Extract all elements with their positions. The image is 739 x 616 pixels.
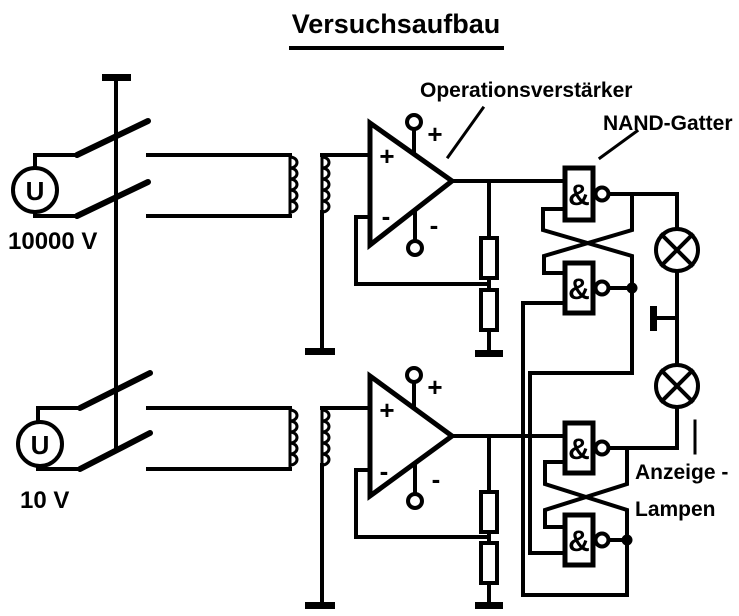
- annotation-opamp: Operationsverstärker: [420, 79, 632, 160]
- annotation-nand: NAND-Gatter: [597, 112, 733, 161]
- source1-voltage-label: 10000 V: [8, 228, 97, 255]
- opamp-2-resistors: [354, 434, 503, 609]
- secondary2-coil: [320, 408, 331, 467]
- nand-gate-3-bubble: [593, 439, 611, 457]
- center-tap-bar: [650, 306, 657, 331]
- secondary1-coil: [320, 155, 331, 214]
- opamp-2: + - + -: [367, 366, 567, 510]
- lamps-annotation-label-line1: Anzeige -: [635, 461, 728, 484]
- opamp2-triangle: [367, 371, 457, 501]
- source2-circle: [16, 420, 64, 468]
- interlock-wires: [521, 286, 634, 597]
- switch-arm-3: [77, 370, 153, 411]
- ground-symbol-3: [475, 350, 503, 357]
- opamp2-supply-top-terminal: [405, 366, 423, 384]
- primary2-coil: [288, 408, 299, 467]
- switch-arm-2: [74, 179, 151, 219]
- lamps-annotation-label-line2: Lampen: [635, 498, 716, 521]
- nand-gate-2-symbol: &: [568, 273, 590, 306]
- lamp-2: [654, 363, 700, 409]
- title-block: Versuchsaufbau: [289, 9, 504, 50]
- junction-dot-2: [621, 534, 633, 546]
- resistor-3: [479, 490, 499, 534]
- source1-top-wire: [33, 153, 79, 170]
- resistor-1: [479, 236, 499, 280]
- nand-annotation-label: NAND-Gatter: [603, 112, 733, 135]
- bus-top-bar: [102, 74, 131, 81]
- opamp1-feedback-wire: [354, 215, 491, 286]
- lamp-1-cross-b: [659, 232, 695, 268]
- nand-gate-3-box: [562, 420, 596, 476]
- latch1-cross-a: [542, 192, 634, 275]
- gate3-output-wire: [606, 405, 679, 450]
- opamp1-supply-top-terminal: [405, 113, 423, 131]
- resistor-2: [479, 288, 499, 332]
- opamp2-input-plus: +: [379, 395, 394, 425]
- source1-circle: [11, 166, 59, 214]
- opamp-annotation-label: Operationsverstärker: [420, 79, 632, 102]
- opamp2-feedback-wire: [354, 468, 491, 539]
- nand-gate-4-symbol: &: [568, 525, 590, 558]
- opamp1-triangle: [367, 118, 457, 251]
- nand-annotation-line: [597, 128, 640, 161]
- nand-gate-2-box: [562, 260, 596, 316]
- voltage-source-10000v: U 10000 V: [8, 118, 292, 255]
- opamp-1-resistors: [354, 179, 503, 357]
- latch2-cross-b: [543, 460, 629, 542]
- opamp-annotation-line: [445, 105, 486, 160]
- voltage-source-10v: U 10 V: [16, 370, 292, 514]
- latch2-cross-a: [543, 446, 629, 529]
- source2-voltage-label: 10 V: [20, 487, 69, 514]
- ground-symbol-1: [305, 348, 335, 355]
- indicator-lamps: [650, 227, 700, 409]
- ground-symbol-4: [475, 602, 503, 609]
- opamp2-supply-minus: -: [432, 464, 441, 494]
- opamp2-input-minus: -: [380, 456, 389, 486]
- source1-symbol: U: [26, 176, 45, 206]
- source2-symbol: U: [31, 430, 50, 460]
- nand-gate-4-box: [562, 512, 596, 568]
- nand-latch-2: & &: [543, 405, 679, 568]
- opamp1-supply-minus: -: [430, 210, 439, 240]
- latch1-to-latch2-wire: [528, 286, 634, 555]
- switch-arm-1: [74, 118, 151, 158]
- transformer-2: [288, 406, 374, 609]
- lamp-1: [654, 227, 700, 273]
- opamp1-input-plus: +: [379, 141, 394, 171]
- switch-arm-4: [77, 430, 153, 472]
- nand-gate-1-bubble: [593, 185, 611, 203]
- junction-dot-1: [626, 282, 638, 294]
- nand-gate-3-symbol: &: [568, 433, 590, 466]
- ground-symbol-2: [305, 602, 335, 609]
- nand-latch-1: & &: [541, 165, 679, 316]
- page-title: Versuchsaufbau: [292, 9, 501, 39]
- latch2-to-latch1-wire: [521, 301, 629, 597]
- gate1-output-wire: [606, 192, 679, 231]
- nand-gate-4-bubble: [593, 531, 611, 549]
- latch1-cross-b: [541, 207, 634, 290]
- resistor-4: [479, 541, 499, 585]
- lamp-center-tap: [650, 306, 679, 331]
- nand-gate-2-bubble: [593, 279, 611, 297]
- opamp2-supply-bottom-terminal: [406, 492, 424, 510]
- opamp-1: + - + -: [367, 113, 567, 257]
- primary1-coil: [288, 155, 299, 214]
- opamp1-supply-plus: +: [427, 119, 442, 149]
- nand-gate-1-symbol: &: [568, 179, 590, 212]
- lamp-2-cross-b: [659, 368, 695, 404]
- opamp2-supply-plus: +: [427, 372, 442, 402]
- source2-top-wire: [36, 406, 82, 424]
- opamp1-supply-bottom-terminal: [406, 239, 424, 257]
- transformer-1: [288, 153, 374, 355]
- opamp1-input-minus: -: [382, 201, 391, 231]
- nand-gate-1-box: [562, 165, 596, 223]
- annotation-lamps: Anzeige - Lampen: [635, 419, 728, 521]
